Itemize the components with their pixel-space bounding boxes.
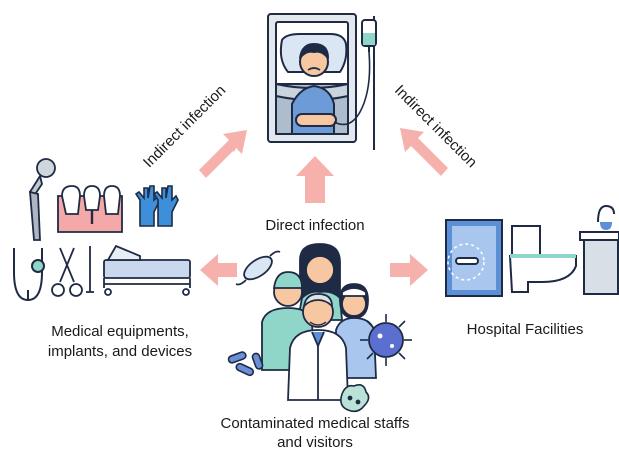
- label-medical-equipment-line1: Medical equipments,: [51, 323, 189, 340]
- label-staff-line1: Contaminated medical staffs: [220, 415, 410, 432]
- hip-implant-icon: [28, 158, 56, 241]
- sink-icon: [579, 204, 619, 295]
- microbe-icon: [340, 384, 370, 413]
- bacteria-icon: [235, 250, 281, 286]
- toilet-icon: [508, 225, 577, 293]
- surgical-scissors-icon: [51, 246, 94, 297]
- patient-in-bed-icon: [267, 13, 357, 143]
- iv-drip-icon: [333, 16, 377, 150]
- arrow-indirect-right-shape: [400, 128, 448, 176]
- label-direct-infection: Direct infection: [265, 217, 365, 234]
- arrow-direct-up: [296, 156, 334, 203]
- arrow-to-equipment: [200, 254, 237, 286]
- medical-staff-group-icon: [261, 243, 377, 401]
- label-staff-line2: and visitors: [277, 434, 353, 451]
- hospital-bed-icon: [103, 244, 191, 296]
- stethoscope-icon: [13, 248, 45, 302]
- dental-implant-icon: [57, 185, 123, 233]
- arrow-to-facilities: [390, 254, 428, 286]
- gloves-icon: [134, 185, 179, 227]
- door-handle-icon: [445, 219, 503, 297]
- virus-icon: [360, 314, 412, 366]
- bacteria-cluster-icon: [227, 351, 264, 377]
- label-medical-equipment-line2: implants, and devices: [47, 343, 193, 360]
- label-hospital-facilities: Hospital Facilities: [466, 321, 584, 338]
- arrow-indirect-left-shape: [199, 130, 247, 178]
